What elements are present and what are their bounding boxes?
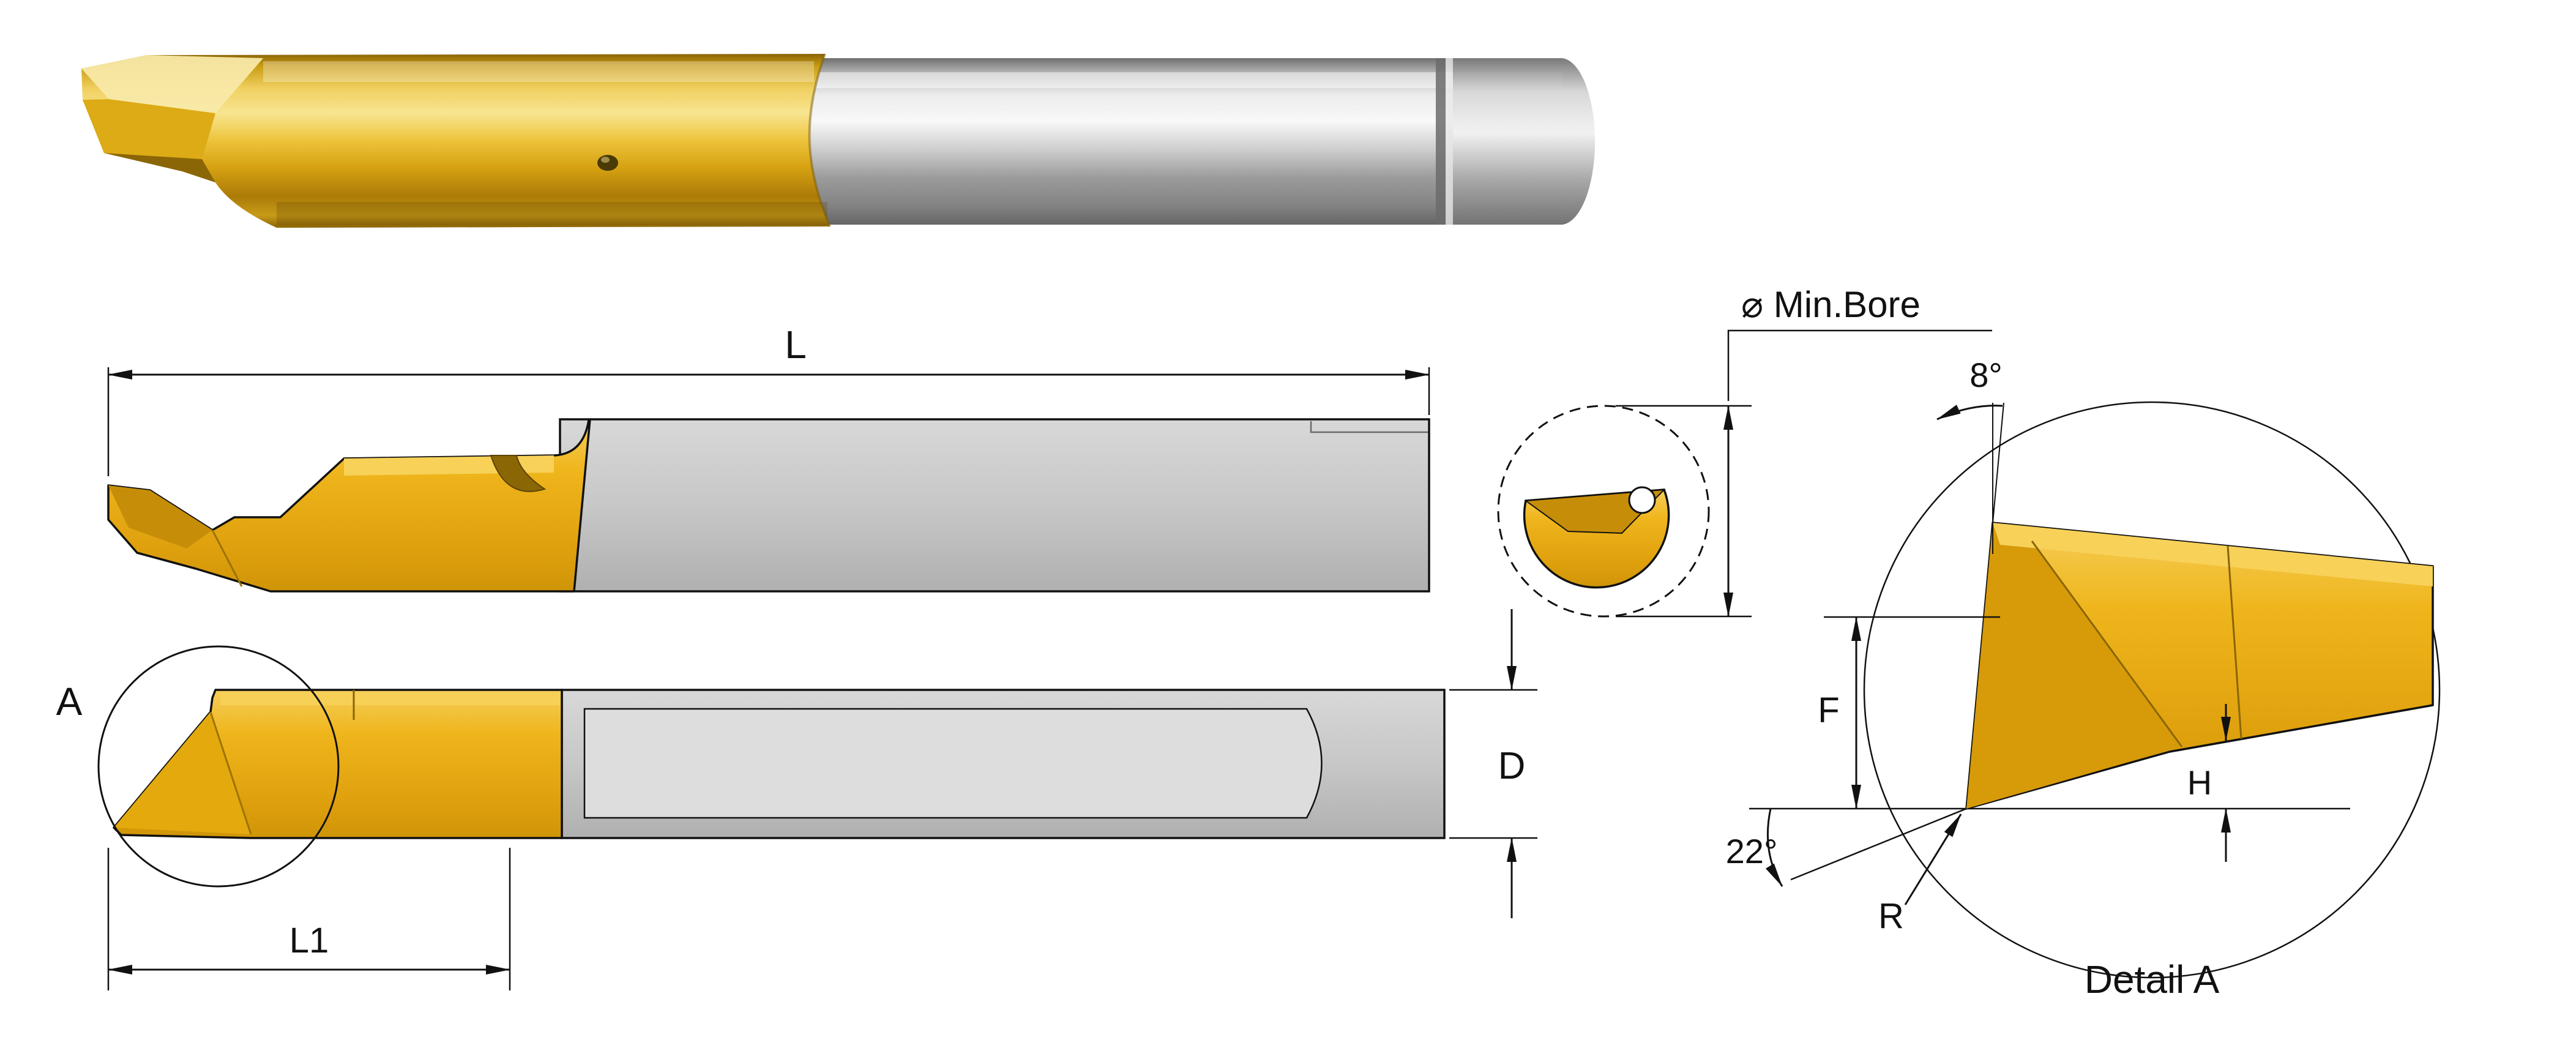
section-view	[1497, 405, 1710, 618]
leader-min-bore	[1727, 329, 1992, 401]
bottom-view	[113, 689, 1446, 839]
detail-top-band	[1993, 523, 2433, 586]
detail-side-face	[1966, 523, 2182, 809]
label-22deg: 22°	[1726, 832, 1778, 870]
coolant-hole-section	[1628, 486, 1656, 514]
label-min-bore: ⌀ Min.Bore	[1741, 284, 1921, 325]
label-detail-marker: A	[56, 679, 83, 724]
label-detail-title: Detail A	[2085, 957, 2220, 1001]
bottom-facet-line	[209, 711, 252, 835]
bottom-clamp-flat	[583, 708, 1323, 819]
render-tip-facet-top	[81, 55, 263, 113]
label-R: R	[1878, 896, 1904, 936]
render-shank	[776, 58, 1595, 225]
clearance-edge-line	[1790, 807, 1967, 881]
render-gold-highlight	[263, 61, 814, 82]
edge-extension-line	[1992, 402, 2004, 523]
side-shank	[559, 418, 1430, 593]
coolant-hole-glint	[601, 157, 610, 163]
render-braze-line	[808, 53, 831, 227]
detail-view: 8° 22° F H R Detail A	[1726, 356, 2441, 1001]
arc-8deg	[1936, 405, 2003, 421]
bottom-tip-facet	[114, 712, 251, 834]
photo-render	[81, 53, 1595, 228]
render-shank-end	[1453, 58, 1595, 225]
min-bore-circle	[1497, 405, 1710, 618]
render-tip-facet-mid	[83, 99, 215, 159]
bottom-top-band	[220, 692, 560, 705]
detail-facet-line	[2031, 541, 2183, 747]
leader-R	[1904, 814, 1962, 905]
render-gold-head	[81, 54, 830, 228]
dimensions: L ⌀ Min.Bore D L1 A	[56, 284, 1992, 990]
side-tip-facet	[108, 485, 212, 548]
label-L: L	[785, 323, 807, 367]
arc-22deg	[1765, 808, 1783, 887]
render-gold-shadow	[277, 202, 827, 225]
label-L1: L1	[289, 921, 329, 960]
label-D: D	[1498, 745, 1526, 787]
detail-seam-line	[2227, 545, 2242, 739]
label-H: H	[2187, 763, 2212, 802]
side-shank-step	[1310, 421, 1428, 433]
render-tip-shadow	[104, 153, 215, 182]
label-F: F	[1818, 690, 1839, 730]
render-ring-groove	[1436, 58, 1446, 225]
side-view	[107, 418, 1430, 593]
render-ring-light	[1446, 58, 1453, 225]
detail-marker-circle	[97, 645, 340, 888]
render-shank-highlight	[776, 72, 1562, 88]
side-gold-head	[107, 418, 591, 593]
side-flank-line	[211, 530, 243, 587]
label-8deg: 8°	[1969, 356, 2003, 394]
side-chip-gash	[490, 455, 547, 492]
detail-circle	[1863, 401, 2441, 979]
